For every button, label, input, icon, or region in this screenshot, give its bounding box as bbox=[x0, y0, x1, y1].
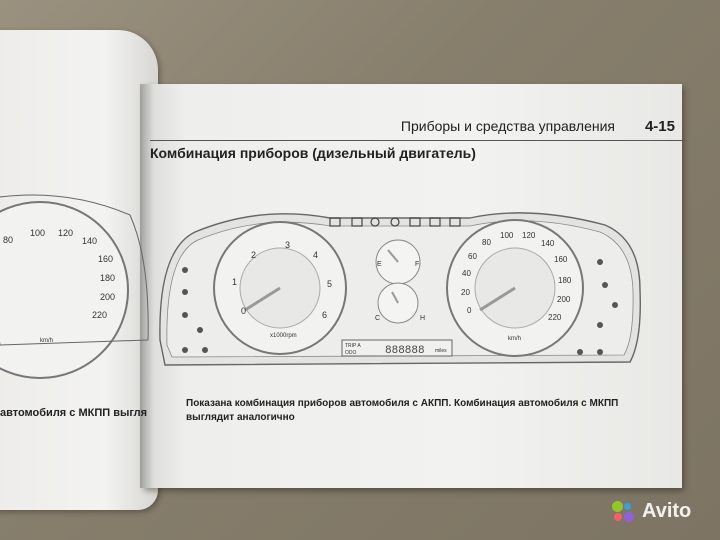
lamp-icon bbox=[351, 217, 363, 227]
speedo-tick: 140 bbox=[541, 239, 555, 248]
odometer-unit: miles bbox=[435, 348, 447, 354]
lamp-icon bbox=[370, 217, 380, 227]
warning-lamps-top bbox=[329, 217, 461, 227]
odometer-digits: 888888 bbox=[385, 345, 425, 357]
tach-unit: x1000rpm bbox=[270, 333, 297, 339]
tach-tick: 0 bbox=[241, 306, 246, 316]
tach-tick: 6 bbox=[322, 310, 327, 320]
page-number: 4-15 bbox=[644, 118, 675, 135]
speedo-tick: 120 bbox=[522, 231, 536, 240]
left-cluster-outline bbox=[0, 194, 149, 346]
speedo-tick: 80 bbox=[482, 238, 491, 247]
speedo-tick: 0 bbox=[467, 306, 472, 315]
tach-tick: 3 bbox=[285, 240, 290, 250]
left-speedo-tick: 160 bbox=[98, 254, 113, 264]
speedo-tick: 100 bbox=[500, 231, 514, 240]
tach-tick: 4 bbox=[313, 250, 318, 260]
lamp-icon bbox=[449, 217, 461, 227]
left-speedometer-dial bbox=[0, 201, 129, 379]
left-speedo-tick: 180 bbox=[100, 273, 115, 283]
lamp-icon bbox=[429, 217, 441, 227]
left-speedo-tick: 140 bbox=[82, 236, 97, 246]
header-title: Приборы и средства управления bbox=[400, 118, 615, 134]
speedo-tick: 40 bbox=[462, 269, 471, 278]
odometer-display bbox=[341, 339, 453, 357]
left-speedo-tick: 120 bbox=[58, 228, 73, 238]
left-speedo-tick: 100 bbox=[30, 228, 45, 238]
lamp-icon bbox=[409, 217, 421, 227]
speedo-unit: km/h bbox=[508, 336, 521, 342]
tach-tick: 1 bbox=[232, 277, 237, 287]
trip-label: TRIP A bbox=[345, 343, 361, 349]
section-title: Комбинация приборов (дизельный двигатель… bbox=[150, 145, 476, 161]
speedo-tick: 160 bbox=[554, 255, 568, 264]
fuel-f: F bbox=[415, 261, 419, 268]
fuel-e: E bbox=[377, 261, 382, 268]
odo-label: ODO bbox=[345, 350, 357, 356]
speedo-tick: 220 bbox=[548, 313, 562, 322]
tachometer-needle bbox=[244, 286, 281, 312]
avito-logo-icon bbox=[612, 500, 638, 523]
speedo-tick: 20 bbox=[461, 288, 470, 297]
warning-lamps-side bbox=[182, 259, 618, 355]
speedo-tick: 60 bbox=[468, 252, 477, 261]
left-speedo-unit: km/h bbox=[40, 338, 53, 344]
tach-tick: 2 bbox=[251, 250, 256, 260]
temp-h: H bbox=[420, 315, 425, 322]
speedo-tick: 180 bbox=[558, 276, 572, 285]
left-speedo-tick: 220 bbox=[92, 310, 107, 320]
lamp-icon bbox=[390, 217, 400, 227]
tach-tick: 5 bbox=[327, 279, 332, 289]
lamp-icon bbox=[329, 217, 341, 227]
speedometer-needle bbox=[479, 286, 516, 312]
temp-c: C bbox=[375, 315, 380, 322]
left-speedo-tick: 80 bbox=[3, 235, 13, 245]
speedo-tick: 200 bbox=[557, 295, 571, 304]
left-speedo-tick: 200 bbox=[100, 292, 115, 302]
left-page-caption: автомобиля с МКПП выгля bbox=[0, 407, 148, 419]
page-header: Приборы и средства управления 4-15 bbox=[150, 118, 685, 141]
avito-watermark: Avito bbox=[612, 500, 691, 523]
figure-caption: Показана комбинация приборов автомобиля … bbox=[186, 398, 619, 423]
avito-text: Avito bbox=[642, 500, 692, 522]
